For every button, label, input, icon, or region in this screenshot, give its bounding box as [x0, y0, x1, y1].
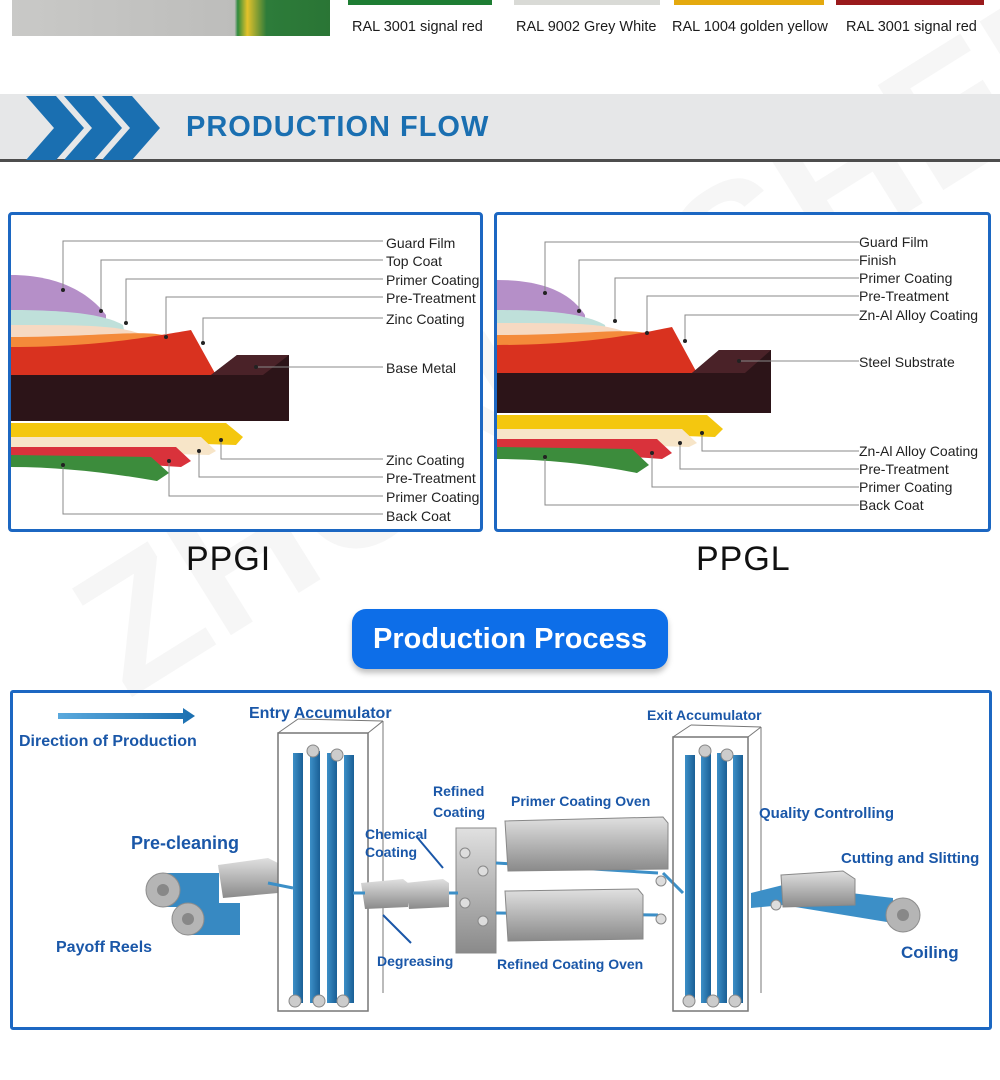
- ppgl-label-back-coat: Back Coat: [859, 497, 924, 513]
- payoff-reels-icon: [145, 872, 240, 936]
- label-refined-coating: Refined Coating: [433, 783, 486, 820]
- label-quality-controlling: Quality Controlling: [759, 805, 894, 822]
- ppgi-label-top-coat: Top Coat: [386, 253, 443, 269]
- label-degreasing: Degreasing: [377, 953, 454, 969]
- ppgl-label-guard-film: Guard Film: [859, 234, 929, 250]
- swatch-label-2: RAL 9002 Grey White: [516, 19, 657, 35]
- ppgl-layers-diagram: [497, 241, 859, 506]
- label-primer-oven: Primer Coating Oven: [511, 793, 651, 809]
- label-refined-oven: Refined Coating Oven: [497, 956, 644, 972]
- swatch-label-3: RAL 1004 golden yellow: [672, 19, 828, 35]
- swatch-label-4: RAL 3001 signal red: [846, 19, 977, 35]
- label-payoff-reels: Payoff Reels: [56, 939, 153, 956]
- label-direction: Direction of Production: [19, 733, 197, 750]
- ppgi-label-primer: Primer Coating: [386, 272, 480, 288]
- label-chemical-coating: Chemical Coating: [365, 826, 428, 860]
- swatch-4: [836, 0, 984, 5]
- ppgi-label-zinc: Zinc Coating: [386, 311, 465, 327]
- ppgl-label-znal-bottom: Zn-Al Alloy Coating: [859, 443, 979, 459]
- ppgi-panel: Guard Film Top Coat Primer Coating Pre-T…: [8, 212, 483, 532]
- ppgi-label-primer-bottom: Primer Coating: [386, 489, 480, 505]
- ppgi-label-pretreatment: Pre-Treatment: [386, 290, 476, 306]
- ppgi-label-back-coat: Back Coat: [386, 508, 451, 524]
- chevron-arrows-icon: [26, 96, 160, 160]
- production-process-diagram: Direction of Production Entry Accumulato…: [10, 690, 992, 1030]
- ppgi-title: PPGI: [186, 540, 272, 578]
- label-cutting-slitting: Cutting and Slitting: [841, 850, 980, 867]
- process-line-drawing: [58, 708, 921, 1012]
- section-header-band: [0, 94, 1000, 162]
- ppgi-label-base-metal: Base Metal: [386, 360, 457, 376]
- ppgi-label-pretreatment-bottom: Pre-Treatment: [386, 470, 476, 486]
- label-entry-accumulator: Entry Accumulator: [249, 705, 392, 722]
- label-pre-cleaning: Pre-cleaning: [131, 833, 240, 853]
- ppgl-panel: Guard Film Finish Primer Coating Pre-Tre…: [494, 212, 991, 532]
- label-coiling: Coiling: [901, 943, 959, 962]
- swatch-3: [674, 0, 824, 5]
- coiling-reel-icon: [885, 897, 921, 933]
- ppgl-label-pretreatment-bottom: Pre-Treatment: [859, 461, 949, 477]
- ppgl-label-znal: Zn-Al Alloy Coating: [859, 307, 979, 323]
- primer-oven-icon: [504, 816, 669, 872]
- ppgi-label-zinc-bottom: Zinc Coating: [386, 452, 465, 468]
- ppgl-label-steel-substrate: Steel Substrate: [859, 354, 955, 370]
- direction-arrow-icon: [58, 708, 195, 724]
- swatch-label-1: RAL 3001 signal red: [352, 19, 483, 35]
- swatch-2: [514, 0, 660, 5]
- exit-accumulator-icon: [672, 724, 762, 1012]
- swatch-1: [348, 0, 492, 5]
- ppgi-layers-diagram: [11, 240, 383, 515]
- ppgl-label-primer-bottom: Primer Coating: [859, 479, 953, 495]
- ppgl-label-finish: Finish: [859, 252, 897, 268]
- refined-oven-icon: [504, 888, 644, 942]
- ppgi-label-guard-film: Guard Film: [386, 235, 456, 251]
- entry-accumulator-icon: [277, 718, 384, 1012]
- ppgl-title: PPGL: [696, 540, 791, 578]
- ppgl-label-primer: Primer Coating: [859, 270, 953, 286]
- section-title: PRODUCTION FLOW: [186, 111, 490, 143]
- production-process-title: Production Process: [352, 609, 668, 669]
- product-photo: [12, 0, 330, 36]
- ppgl-label-pretreatment: Pre-Treatment: [859, 288, 949, 304]
- label-exit-accumulator: Exit Accumulator: [647, 707, 762, 723]
